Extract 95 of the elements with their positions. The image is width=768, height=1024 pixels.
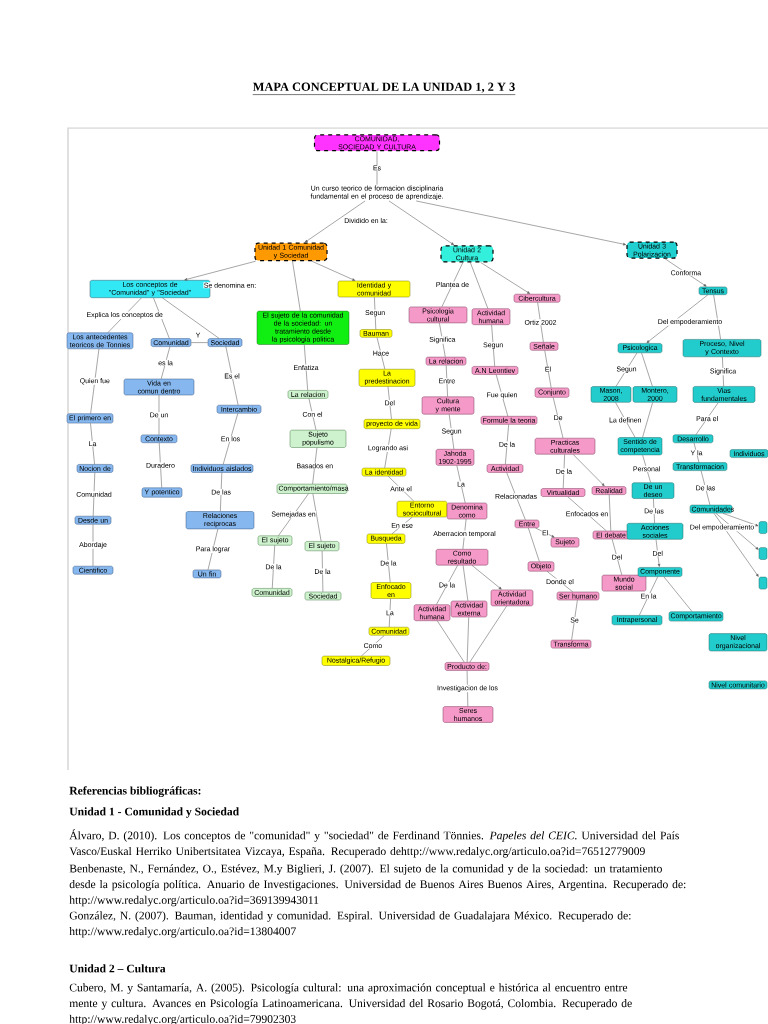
connector-line bbox=[90, 423, 95, 465]
connector-line bbox=[292, 260, 301, 312]
connector-line bbox=[466, 670, 469, 707]
connector-line bbox=[387, 386, 392, 420]
connector-line bbox=[608, 494, 612, 532]
connector-line bbox=[160, 346, 171, 380]
connector-line bbox=[663, 576, 693, 612]
connector-line bbox=[722, 356, 724, 387]
arrow bbox=[480, 262, 530, 294]
connector-line bbox=[374, 297, 377, 330]
arrow bbox=[535, 527, 555, 538]
reference-entry: González, N. (2007). Bauman, identidad y comunidad. Espiral. Universidad de Guadalajara México. Recuperado de: http://www.redalyc.org/articulo.oa?id=13804007 bbox=[69, 911, 631, 938]
connector-line bbox=[615, 402, 636, 438]
connector-line bbox=[505, 424, 509, 465]
connector-line bbox=[615, 352, 638, 387]
connector-line bbox=[437, 620, 465, 663]
connector-line bbox=[225, 346, 239, 406]
connector-line bbox=[312, 447, 318, 485]
connector-line bbox=[544, 350, 552, 388]
arrow bbox=[304, 200, 366, 243]
connector-line bbox=[391, 516, 413, 535]
connector-line bbox=[491, 324, 495, 367]
connector-line bbox=[462, 519, 467, 550]
arrow bbox=[311, 260, 356, 281]
connector-line bbox=[92, 472, 96, 517]
arrow bbox=[655, 539, 661, 567]
connector-line bbox=[312, 493, 322, 542]
connector-line bbox=[190, 342, 209, 343]
connector-line bbox=[552, 397, 564, 439]
connector-line bbox=[695, 402, 719, 435]
connector-line bbox=[642, 454, 651, 483]
connector-line bbox=[158, 395, 160, 435]
concept-box bbox=[758, 576, 768, 590]
connector-line bbox=[272, 545, 275, 589]
connector-line bbox=[321, 550, 324, 593]
connector-line bbox=[693, 442, 700, 463]
reference-entry: Álvaro, D. (2010). Los conceptos de "comunidad" y "sociedad" de Ferdinand Tönnies. Papeles del CEIC. Universidad del País Vasco/Euskal Herriko Unibertsitatea Vizcaya, España. Recuperado dehttp://www.redalyc.org/articulo.oa?id=76512779009 bbox=[69, 829, 679, 858]
connector-line bbox=[222, 413, 239, 465]
connector-line bbox=[469, 605, 507, 663]
connector-line bbox=[220, 472, 223, 512]
connector-line bbox=[90, 348, 100, 414]
connector-line bbox=[528, 527, 540, 562]
connector-line bbox=[653, 498, 655, 524]
arrow bbox=[388, 200, 454, 246]
connector-line bbox=[713, 294, 721, 340]
arrow bbox=[471, 565, 502, 590]
connector-line bbox=[308, 398, 317, 431]
concept-box bbox=[758, 521, 768, 534]
arrow bbox=[572, 454, 605, 487]
arrow bbox=[664, 258, 707, 287]
section-heading: Unidad 2 – Cultura bbox=[69, 964, 166, 973]
connector-line bbox=[470, 262, 489, 309]
arrow bbox=[184, 260, 256, 281]
arrow bbox=[713, 513, 759, 577]
arrow bbox=[415, 200, 626, 246]
connector-line bbox=[436, 565, 458, 605]
arrow bbox=[722, 513, 759, 527]
connector-line bbox=[441, 262, 464, 307]
connector-line bbox=[456, 465, 466, 504]
connector-line bbox=[388, 598, 391, 628]
connector-line bbox=[376, 151, 378, 185]
connector-line bbox=[448, 414, 455, 450]
connector-line bbox=[562, 454, 565, 489]
title: MAPA CONCEPTUAL DE LA UNIDAD 1, 2 Y 3 bbox=[252, 82, 516, 95]
connector-line bbox=[571, 600, 578, 641]
arrow bbox=[646, 294, 709, 343]
section-heading: Referencias bibliográficas: bbox=[69, 786, 201, 797]
connector-line bbox=[445, 365, 448, 397]
connector-line bbox=[361, 635, 385, 657]
connector-line bbox=[384, 428, 392, 469]
connector-line bbox=[495, 374, 509, 417]
connector-line bbox=[546, 571, 573, 593]
connector-line bbox=[92, 524, 94, 567]
connector-line bbox=[506, 472, 526, 521]
connector-line bbox=[639, 576, 658, 616]
connector-line bbox=[567, 496, 607, 532]
connector-line bbox=[207, 528, 219, 570]
connector-line bbox=[162, 297, 220, 339]
connector-line bbox=[462, 565, 469, 602]
connector-line bbox=[611, 539, 623, 576]
connector-line bbox=[158, 442, 162, 488]
connector-line bbox=[439, 322, 446, 358]
connector-line bbox=[278, 493, 309, 536]
connector-line bbox=[386, 543, 391, 583]
connector-line bbox=[304, 344, 308, 391]
connector-line bbox=[376, 337, 386, 370]
connector-line bbox=[466, 617, 469, 663]
connector-line bbox=[537, 302, 544, 343]
reference-entry: Benbenaste, N., Fernández, O., Estévez, M.y Biglieri, J. (2007). El sujeto de la comunidad y de la sociedad: un tratamiento desde la psicología política. Anuario de Investigaciones. Universidad de Buenos Aires Buenos Aires, Argentina. Recuperado de: http://www.redalyc.org/articulo.oa?id=369139943011 bbox=[69, 864, 686, 907]
concept-box bbox=[758, 547, 768, 560]
connector-line bbox=[700, 470, 711, 506]
section-heading: Unidad 1 - Comunidad y Sociedad bbox=[69, 807, 239, 818]
connector-line bbox=[642, 402, 653, 438]
connector-line bbox=[388, 476, 414, 502]
connector-line bbox=[641, 352, 653, 387]
